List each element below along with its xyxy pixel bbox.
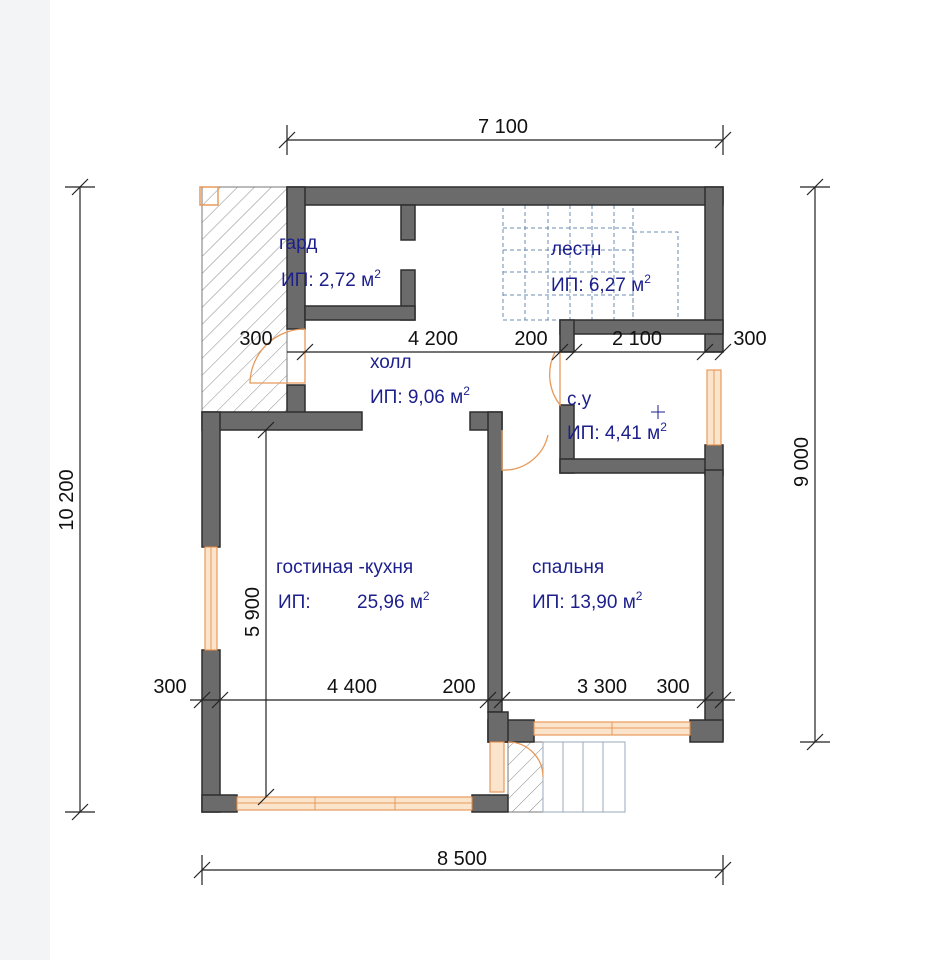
room-stairs-name: лестн xyxy=(551,239,601,260)
room-hall-name: холл xyxy=(370,352,412,373)
porch-hatched-area xyxy=(201,186,288,413)
dim-upper-left-300: 300 xyxy=(239,328,272,350)
room-living-kitchen-name: гостиная -кухня xyxy=(276,557,413,578)
dimension-labels: 7 100 8 500 10 200 9 000 300 4 200 200 2… xyxy=(56,116,813,870)
dim-lower-left-300: 300 xyxy=(153,676,186,698)
dim-lower-3300: 3 300 xyxy=(577,676,627,698)
plus-marker xyxy=(651,405,665,419)
room-bathroom-area: ИП: 4,41 м2 xyxy=(567,420,667,444)
windows xyxy=(204,369,722,811)
dim-vertical-5900: 5 900 xyxy=(242,587,264,637)
dim-upper-right-300: 300 xyxy=(733,328,766,350)
room-stairs-area: ИП: 6,27 м2 xyxy=(551,272,651,296)
room-bathroom-name: с.у xyxy=(567,389,592,410)
dim-upper-2100: 2 100 xyxy=(612,328,662,350)
dim-lower-right-300: 300 xyxy=(656,676,689,698)
room-wardrobe-name: гард xyxy=(279,233,317,254)
porch-corner-marker xyxy=(199,186,219,206)
room-bedroom-name: спальня xyxy=(532,557,604,578)
room-wardrobe-area: ИП: 2,72 м2 xyxy=(281,267,381,291)
dim-left-height: 10 200 xyxy=(56,469,78,530)
walls xyxy=(201,186,724,813)
dim-top-width: 7 100 xyxy=(478,116,528,138)
dim-bottom-width: 8 500 xyxy=(437,848,487,870)
dim-upper-200: 200 xyxy=(514,328,547,350)
room-living-kitchen-area-prefix: ИП: xyxy=(278,592,311,613)
dim-lower-4400: 4 400 xyxy=(327,676,377,698)
room-living-kitchen-area: 25,96 м2 xyxy=(357,589,430,613)
entrance-hatched-area xyxy=(507,741,544,813)
dimension-lines xyxy=(65,125,830,885)
room-bedroom-area: ИП: 13,90 м2 xyxy=(532,589,643,613)
room-labels: гард ИП: 2,72 м2 лестн ИП: 6,27 м2 холл … xyxy=(276,233,667,613)
staircase xyxy=(502,204,679,321)
left-margin-strip xyxy=(0,0,50,960)
doors xyxy=(249,328,561,778)
room-hall-area: ИП: 9,06 м2 xyxy=(370,384,470,408)
dim-upper-4200: 4 200 xyxy=(408,328,458,350)
entrance-steps xyxy=(542,741,626,813)
dim-right-height: 9 000 xyxy=(791,437,813,487)
dim-lower-200: 200 xyxy=(442,676,475,698)
